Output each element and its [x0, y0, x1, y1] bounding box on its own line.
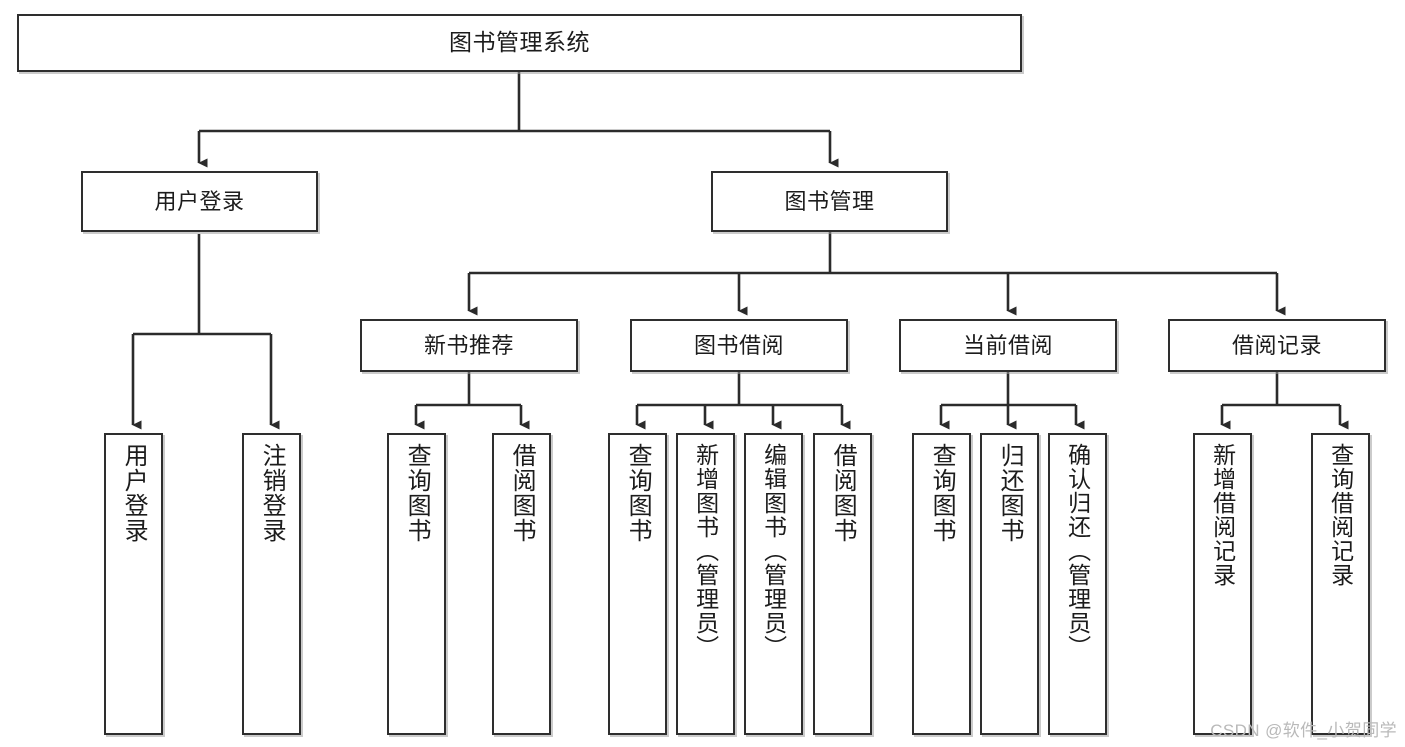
node-label: 图书管理系统: [449, 29, 590, 56]
node-user-login[interactable]: 用户登录: [81, 171, 318, 232]
node-root-book-management-system[interactable]: 图书管理系统: [17, 14, 1022, 72]
node-label: 归还图书: [996, 443, 1024, 543]
leaf-query-book-new-book[interactable]: 查询图书: [387, 433, 446, 735]
leaf-query-book-current[interactable]: 查询图书: [912, 433, 971, 735]
node-label: 确认归还（管理员）: [1064, 443, 1091, 659]
leaf-user-logout[interactable]: 注销登录: [242, 433, 301, 735]
node-book-management[interactable]: 图书管理: [711, 171, 948, 232]
node-borrow-record[interactable]: 借阅记录: [1168, 319, 1386, 372]
node-book-borrow[interactable]: 图书借阅: [630, 319, 848, 372]
leaf-return-book[interactable]: 归还图书: [980, 433, 1039, 735]
node-label: 新增借阅记录: [1209, 443, 1236, 587]
leaf-query-borrow-record[interactable]: 查询借阅记录: [1311, 433, 1370, 735]
watermark-text: CSDN @软件_小贺同学: [1210, 721, 1397, 740]
node-label: 借阅图书: [508, 443, 536, 543]
node-current-borrow[interactable]: 当前借阅: [899, 319, 1117, 372]
node-label: 图书管理: [784, 188, 875, 214]
node-label: 查询借阅记录: [1327, 443, 1354, 587]
node-label: 借阅记录: [1231, 332, 1322, 358]
leaf-edit-book-admin[interactable]: 编辑图书（管理员）: [744, 433, 803, 735]
node-label: 用户登录: [154, 188, 245, 214]
node-label: 编辑图书（管理员）: [760, 443, 787, 659]
node-label: 借阅图书: [829, 443, 857, 543]
node-label: 新书推荐: [423, 332, 514, 358]
node-label: 用户登录: [120, 443, 148, 543]
node-label: 注销登录: [258, 443, 286, 543]
leaf-user-login[interactable]: 用户登录: [104, 433, 163, 735]
node-label: 当前借阅: [962, 332, 1053, 358]
leaf-query-book-borrow[interactable]: 查询图书: [608, 433, 667, 735]
node-label: 查询图书: [624, 443, 652, 543]
node-label: 新增图书（管理员）: [692, 443, 719, 659]
leaf-borrow-book-new-book[interactable]: 借阅图书: [492, 433, 551, 735]
leaf-add-borrow-record[interactable]: 新增借阅记录: [1193, 433, 1252, 735]
leaf-add-book-admin[interactable]: 新增图书（管理员）: [676, 433, 735, 735]
node-new-book-recommendation[interactable]: 新书推荐: [360, 319, 578, 372]
node-label: 图书借阅: [693, 332, 784, 358]
leaf-confirm-return-admin[interactable]: 确认归还（管理员）: [1048, 433, 1107, 735]
node-label: 查询图书: [403, 443, 431, 543]
node-label: 查询图书: [928, 443, 956, 543]
leaf-borrow-book-borrow[interactable]: 借阅图书: [813, 433, 872, 735]
